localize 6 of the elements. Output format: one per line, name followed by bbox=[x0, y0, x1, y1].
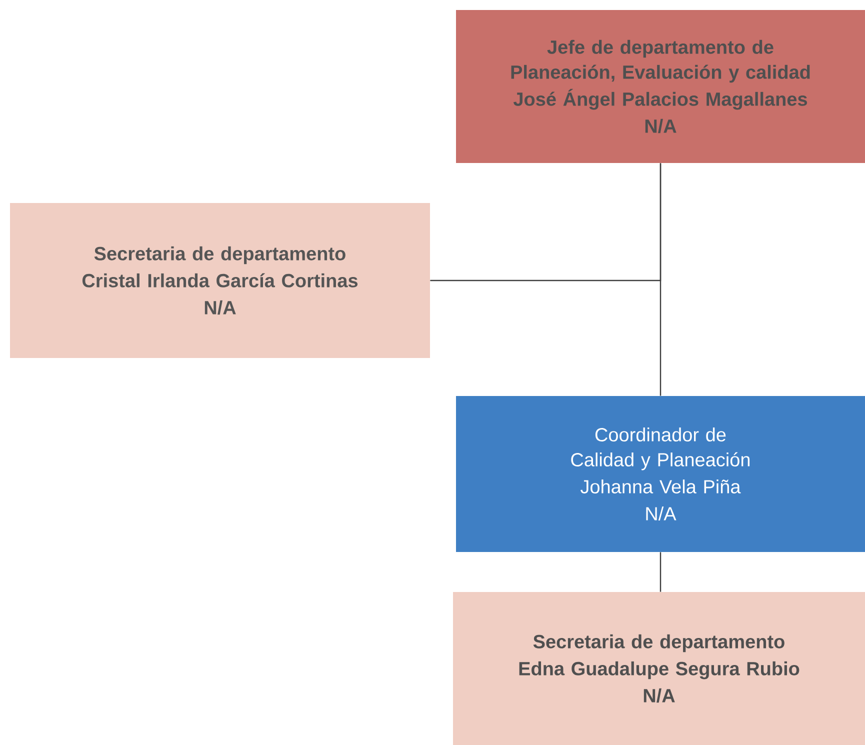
org-box: Secretaria de departamento Edna Guadalupe Segura Rubio N/A bbox=[453, 592, 865, 745]
org-box: Jefe de departamento de Planeación, Evaluación y calidad José Ángel Palacios Magallanes N/A bbox=[456, 10, 865, 163]
connector-line bbox=[660, 552, 662, 592]
org-box: Coordinador de Calidad y Planeación Johanna Vela Piña N/A bbox=[456, 396, 865, 552]
org-box: Secretaria de departamento Cristal Irlanda García Cortinas N/A bbox=[10, 203, 430, 358]
connector-line bbox=[660, 163, 662, 396]
